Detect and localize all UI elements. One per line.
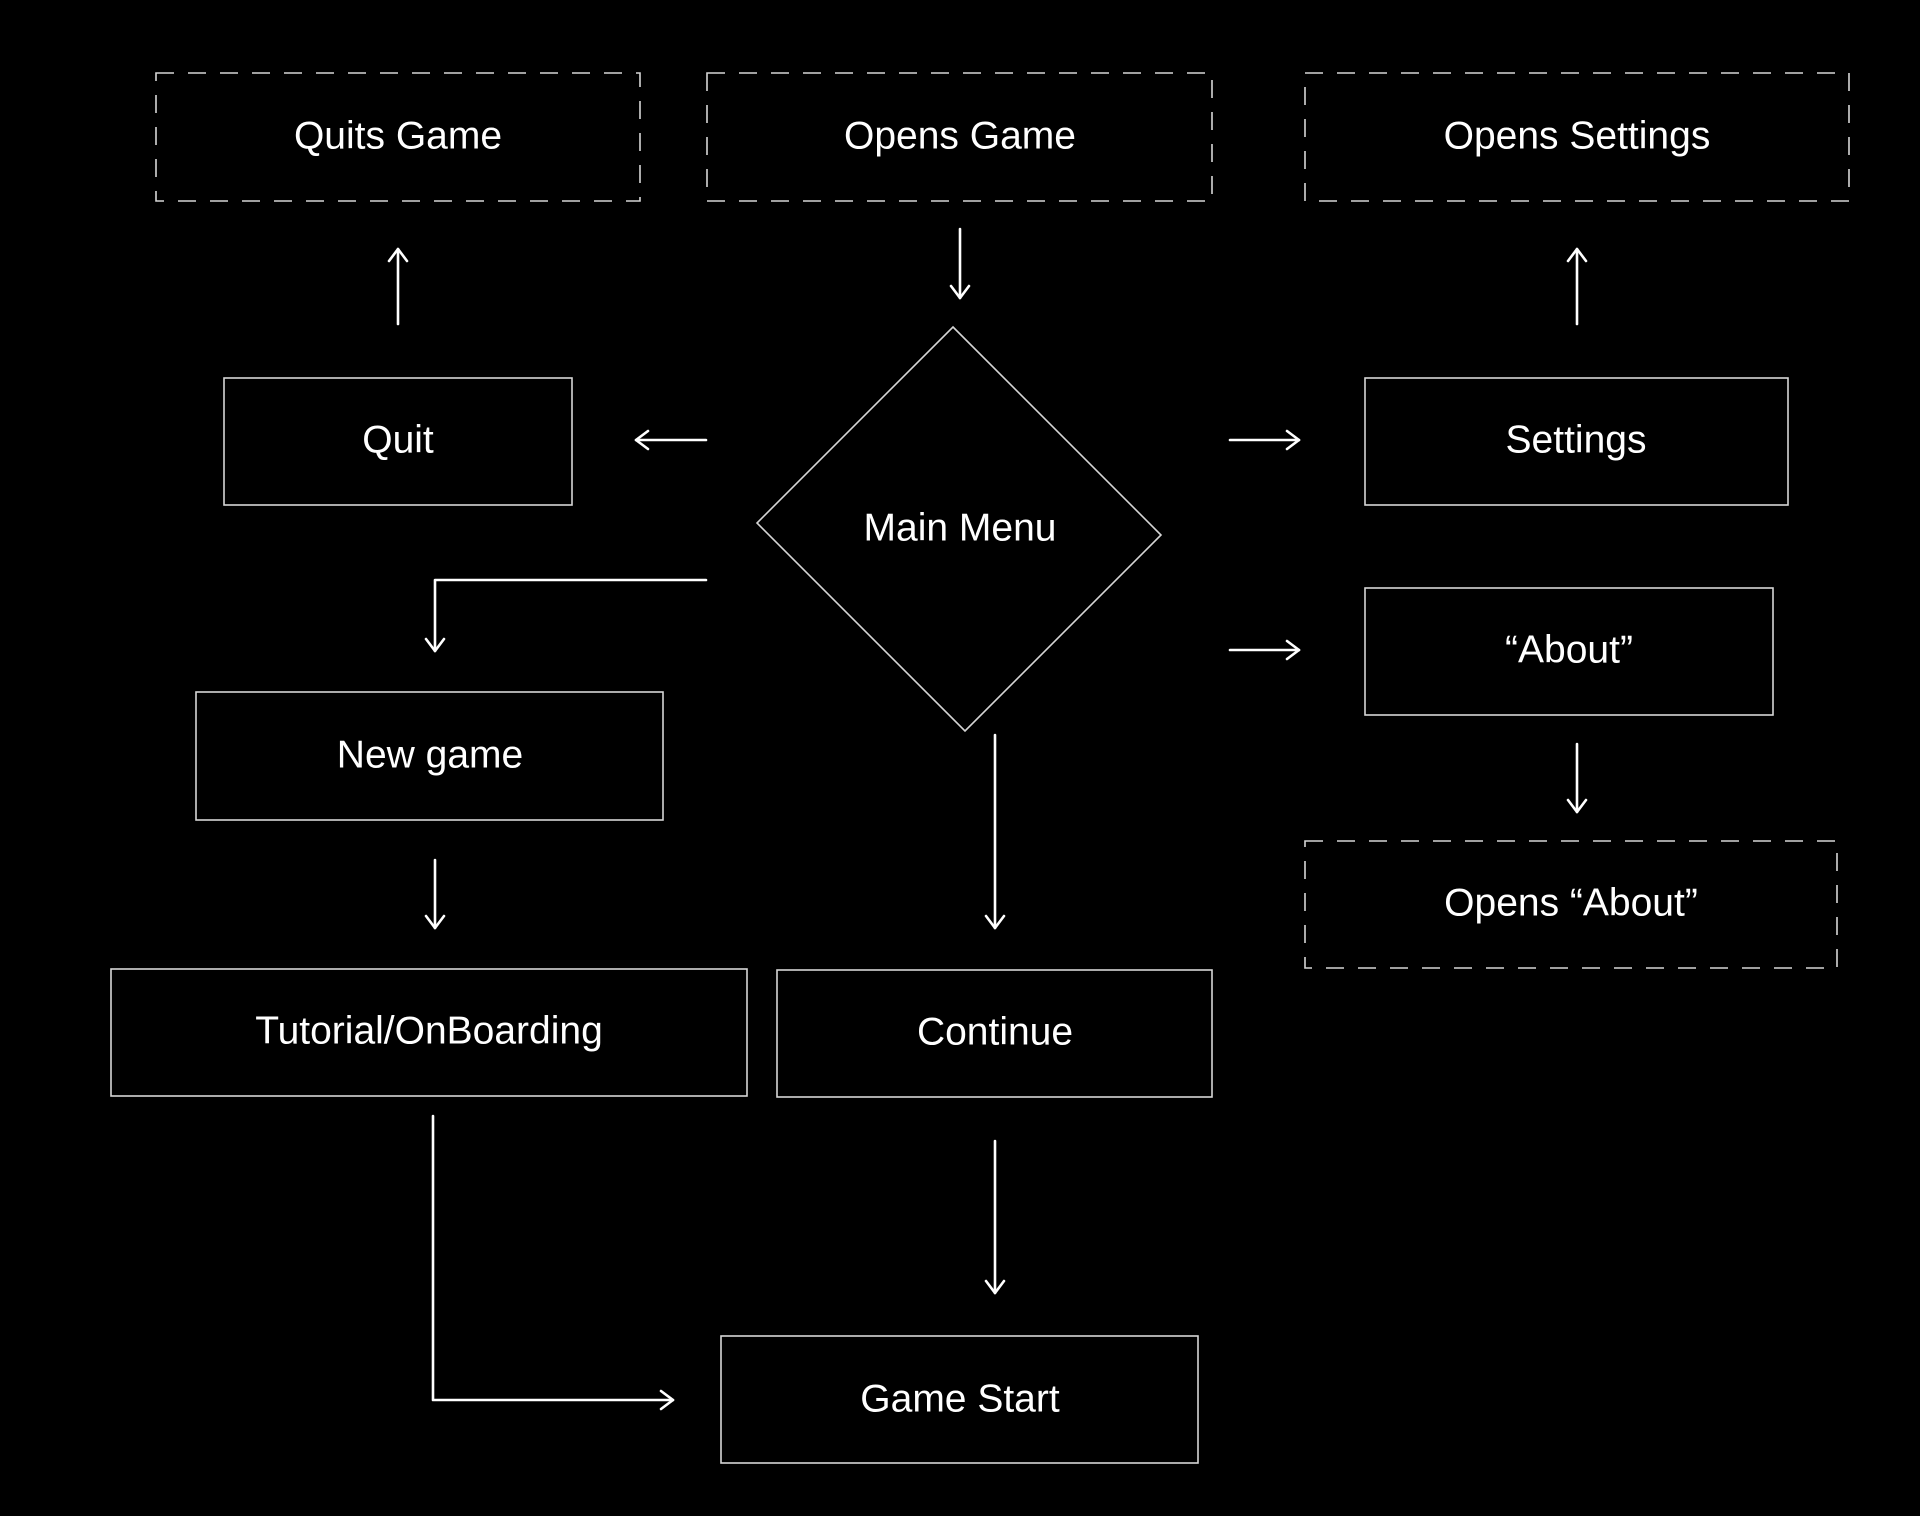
- node-main-menu: Main Menu: [755, 325, 1163, 733]
- node-tutorial-label: Tutorial/OnBoarding: [255, 1009, 603, 1052]
- node-new-game-label: New game: [337, 733, 523, 776]
- node-quit-label: Quit: [362, 418, 434, 461]
- node-opens-game: Opens Game: [706, 72, 1213, 202]
- node-continue-label: Continue: [917, 1010, 1073, 1053]
- node-quits-game-label: Quits Game: [294, 114, 502, 157]
- node-opens-about-label: Opens “About”: [1444, 881, 1698, 924]
- arrow-new-game-to-tutorial: [424, 858, 446, 930]
- node-new-game: New game: [195, 691, 664, 821]
- node-settings: Settings: [1364, 377, 1789, 506]
- node-game-start: Game Start: [720, 1335, 1199, 1464]
- arrow-main-menu-to-settings: [1228, 429, 1301, 451]
- node-opens-about: Opens “About”: [1304, 840, 1838, 969]
- node-game-start-label: Game Start: [860, 1377, 1060, 1420]
- arrow-main-menu-to-new-game: [424, 578, 708, 653]
- node-tutorial: Tutorial/OnBoarding: [110, 968, 748, 1097]
- node-about-label: “About”: [1505, 628, 1633, 671]
- node-about: “About”: [1364, 587, 1774, 716]
- node-opens-game-label: Opens Game: [844, 114, 1076, 157]
- arrow-quit-to-quits-game: [387, 247, 409, 326]
- arrow-about-to-opens-about: [1566, 742, 1588, 814]
- arrow-main-menu-to-continue: [984, 733, 1006, 930]
- node-settings-label: Settings: [1506, 418, 1647, 461]
- node-quit: Quit: [223, 377, 573, 506]
- node-opens-settings-label: Opens Settings: [1444, 114, 1711, 157]
- node-continue: Continue: [776, 969, 1213, 1098]
- node-quits-game: Quits Game: [155, 72, 641, 202]
- arrow-main-menu-to-about: [1228, 639, 1301, 661]
- arrow-continue-to-game-start: [984, 1139, 1006, 1295]
- arrow-main-menu-to-quit: [634, 429, 708, 451]
- arrow-tutorial-to-game-start: [431, 1114, 675, 1411]
- arrow-opens-game-to-main-menu: [949, 227, 971, 300]
- node-main-menu-label: Main Menu: [864, 506, 1057, 549]
- arrow-settings-to-opens-settings: [1566, 247, 1588, 326]
- node-opens-settings: Opens Settings: [1304, 72, 1850, 202]
